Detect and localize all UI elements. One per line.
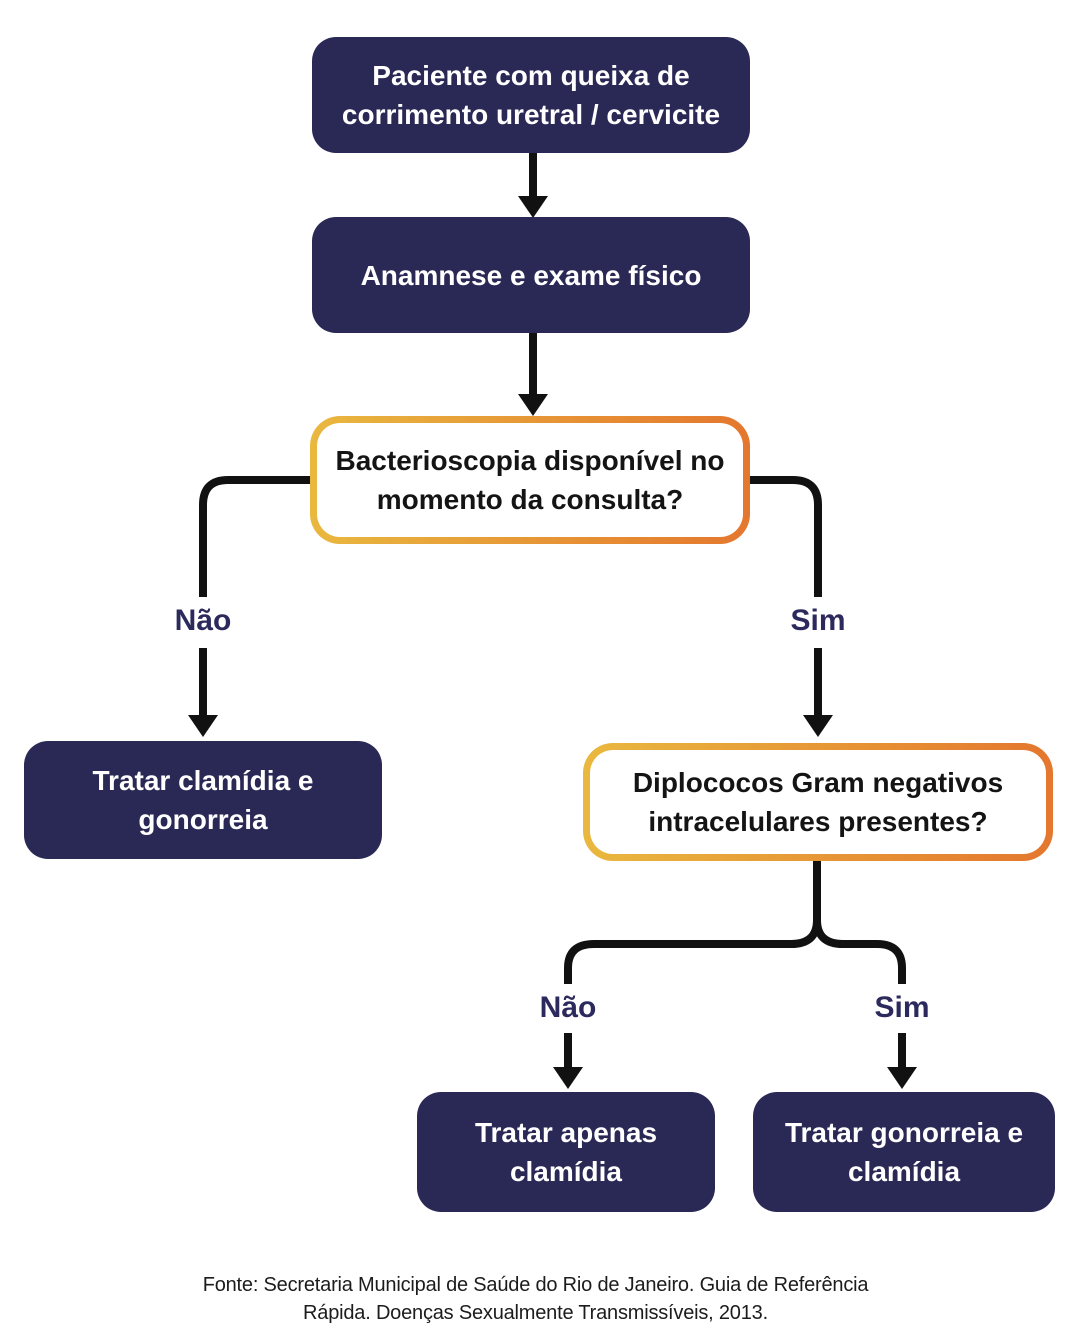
edge-decision2-yes [887,1033,917,1089]
label-decision1-no: Não [174,604,232,637]
edge-decision2-no [553,1033,583,1089]
label-decision2-no: Não [539,991,597,1024]
decision-diplococos: Diplococos Gram negativos intracelulares… [583,743,1053,861]
start-node: Paciente com queixa de corrimento uretra… [312,37,750,153]
label-decision2-yes: Sim [874,991,930,1024]
anamnese-node: Anamnese e exame físico [312,217,750,333]
treat-clamidia-gonorreia-node: Tratar clamídia e gonorreia [24,741,382,859]
decision-diplococos-text: Diplococos Gram negativos intracelulares… [590,750,1046,854]
edge-decision2-split [564,861,906,984]
decision-bacterioscopia: Bacterioscopia disponível no momento da … [310,416,750,544]
treat-gonorreia-clamidia-node: Tratar gonorreia e clamídia [753,1092,1055,1212]
edge-anamnese-to-decision1 [518,333,548,416]
decision-bacterioscopia-text: Bacterioscopia disponível no momento da … [317,423,743,537]
treat-apenas-clamidia-node: Tratar apenas clamídia [417,1092,715,1212]
source-citation: Fonte: Secretaria Municipal de Saúde do … [202,1274,869,1324]
label-decision1-yes: Sim [790,604,846,637]
edge-start-to-anamnese [518,152,548,218]
